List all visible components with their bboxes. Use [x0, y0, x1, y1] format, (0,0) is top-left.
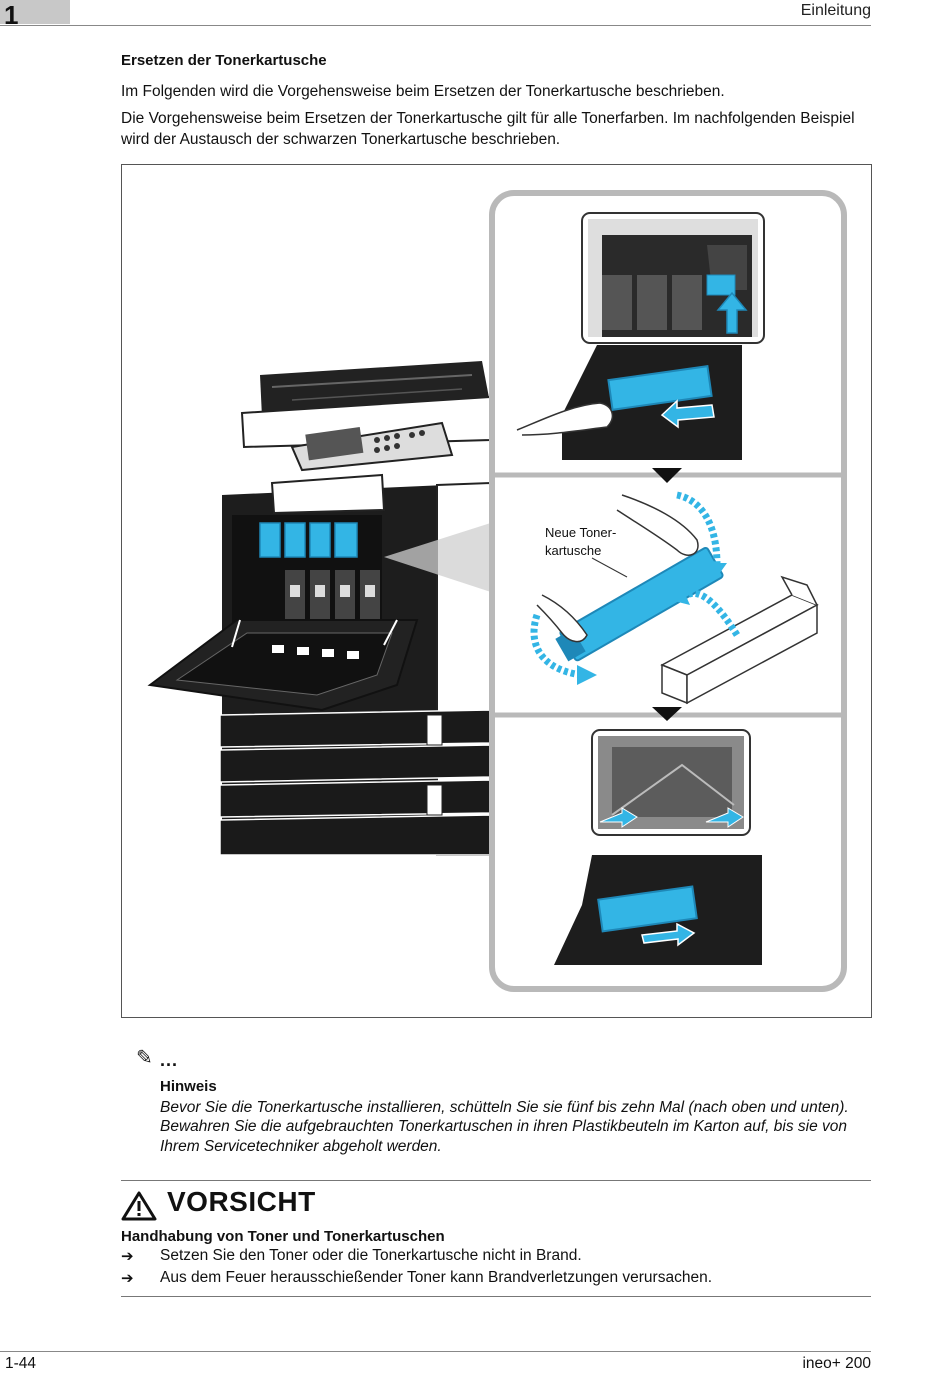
product-name: ineo+ 200	[802, 1355, 871, 1372]
toner-replacement-illustration: Neue Toner- kartusche	[121, 164, 872, 1018]
arrow-bullet-icon: ➔	[121, 1248, 134, 1265]
chapter-number: 1	[4, 0, 19, 30]
caution-title: VORSICHT	[167, 1186, 316, 1217]
hint-title: Hinweis	[160, 1078, 217, 1095]
step-remove-cartridge-drawing	[516, 212, 765, 460]
step-shake-cartridge-drawing: Neue Toner- kartusche	[530, 491, 819, 705]
step-insert-cartridge-drawing	[554, 729, 762, 965]
copier-machine-drawing	[147, 361, 491, 856]
hint-line: Bevor Sie die Tonerkartusche installiere…	[160, 1099, 849, 1116]
header-divider	[0, 25, 871, 26]
caution-subtitle: Handhabung von Toner und Tonerkartuschen	[121, 1228, 445, 1245]
callout-label-line2: kartusche	[545, 543, 601, 558]
caution-top-divider	[121, 1180, 871, 1181]
arrow-bullet-icon: ➔	[121, 1270, 134, 1287]
hint-line: Bewahren Sie die aufgebrauchten Tonerkar…	[160, 1118, 848, 1155]
section-title: Ersetzen der Tonerkartusche	[121, 52, 327, 69]
pencil-icon: ✎	[136, 1047, 153, 1069]
hint-dots: ...	[160, 1050, 179, 1070]
chapter-marker	[0, 0, 70, 24]
caution-item: Setzen Sie den Toner oder die Tonerkartu…	[160, 1247, 582, 1264]
warning-triangle-icon	[121, 1191, 157, 1226]
footer-divider	[0, 1351, 871, 1352]
description-paragraph: Die Vorgehensweise beim Ersetzen der Ton…	[121, 110, 855, 148]
header-title: Einleitung	[800, 2, 871, 19]
caution-bottom-divider	[121, 1296, 871, 1297]
caution-item: Aus dem Feuer herausschießender Toner ka…	[160, 1269, 713, 1286]
intro-paragraph: Im Folgenden wird die Vorgehensweise bei…	[121, 83, 725, 100]
callout-label-line1: Neue Toner-	[545, 525, 616, 540]
page-number: 1-44	[5, 1355, 37, 1372]
